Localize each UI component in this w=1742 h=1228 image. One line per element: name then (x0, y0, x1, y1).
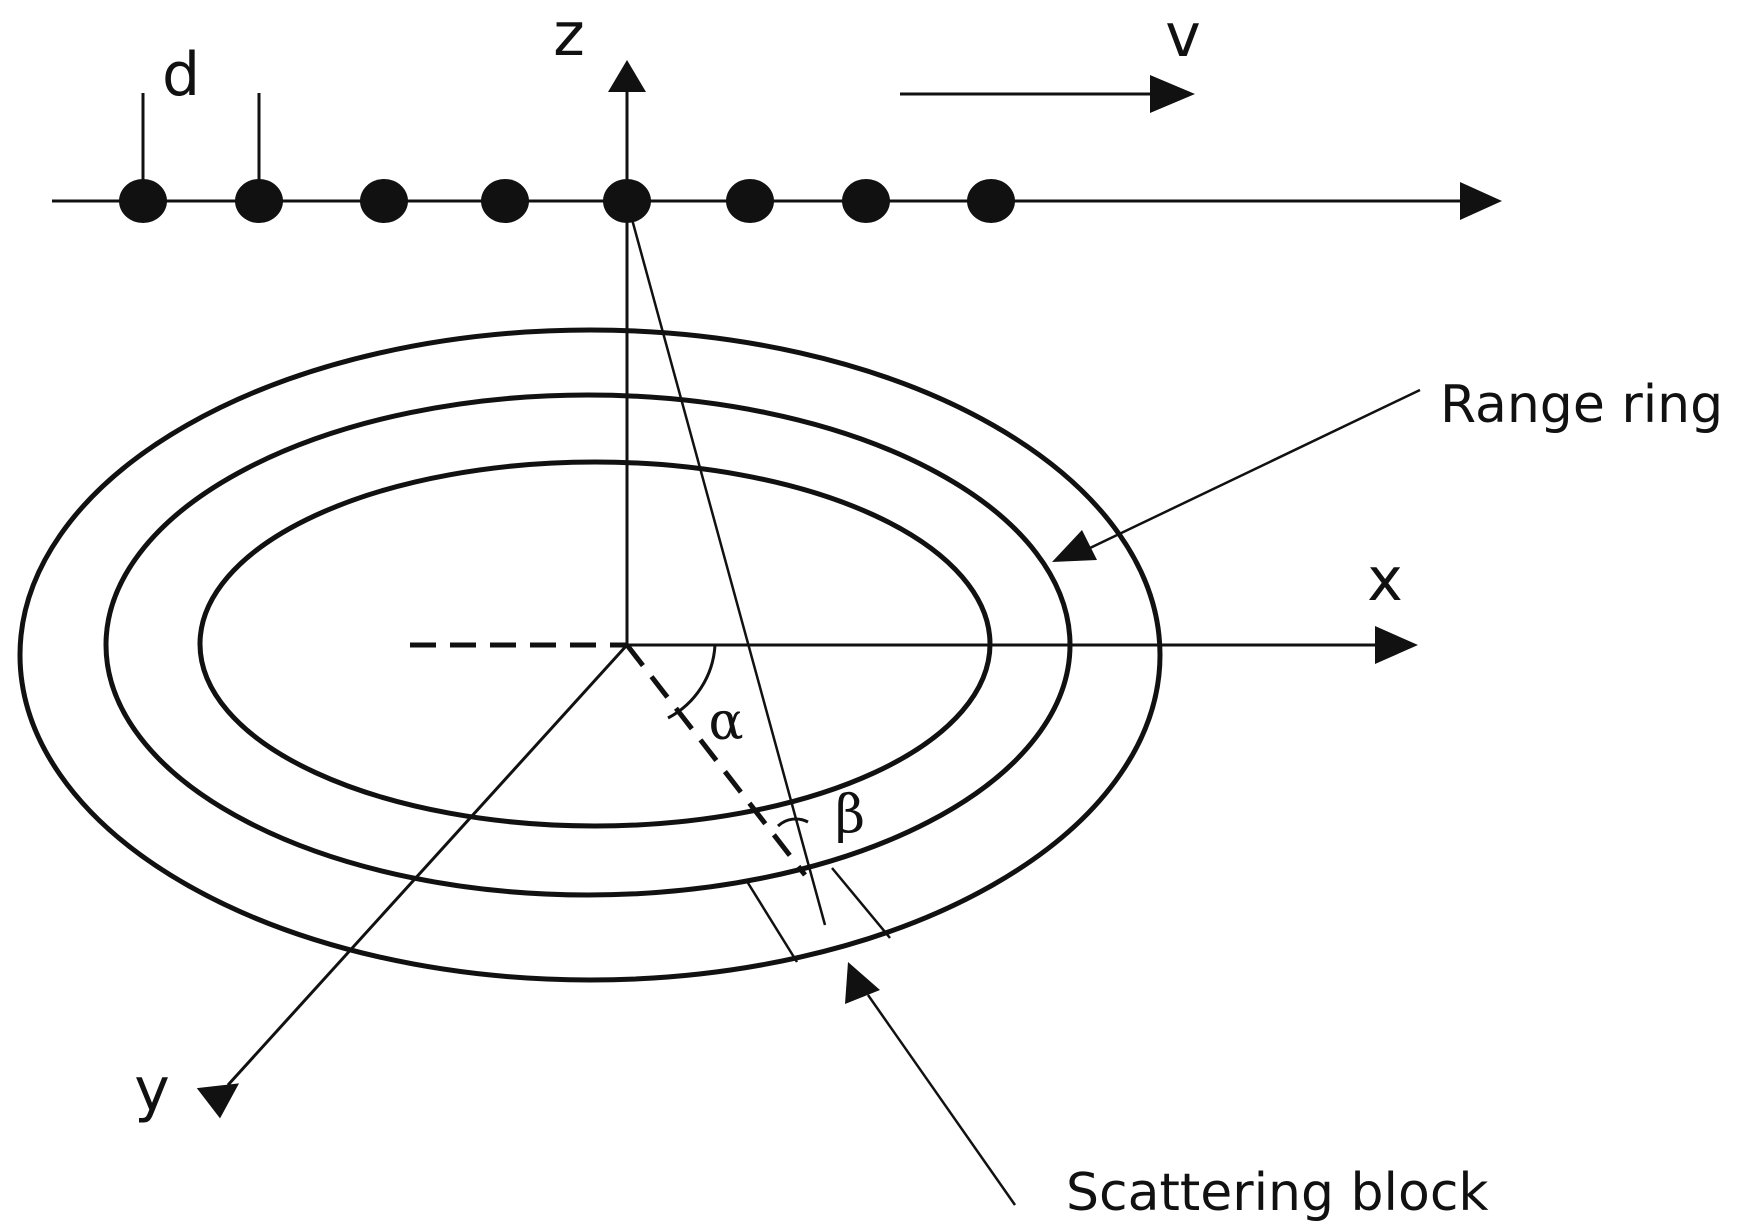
array-element-dot (967, 179, 1015, 223)
scattering-block-pointer-line (866, 994, 1017, 1206)
velocity-label: v (1165, 1, 1201, 71)
scattering-block-label: Scattering block (1066, 1163, 1489, 1223)
z-axis-arrowhead (608, 60, 646, 92)
range-ring-label: Range ring (1440, 375, 1723, 435)
beta-arc (776, 817, 809, 828)
y-axis-arrowhead (196, 1083, 240, 1119)
x-axis-label: x (1367, 545, 1403, 615)
ground-projection-dashed (625, 643, 807, 877)
spacing-label: d (162, 40, 200, 110)
alpha-arc (667, 644, 717, 720)
array-element-dot (360, 179, 408, 223)
y-axis-label: y (134, 1055, 170, 1125)
scattering-block-right-edge (831, 867, 891, 939)
scattering-block-pointer-arrowhead (845, 962, 880, 1004)
scattering-block (746, 867, 891, 963)
y-axis-line (226, 643, 629, 1087)
antenna-array (52, 179, 1502, 223)
array-element-dot (842, 179, 890, 223)
slant-range-line (625, 200, 827, 926)
x-axis-arrowhead (1375, 626, 1418, 664)
y-axis (196, 643, 629, 1119)
alpha-label: α (708, 692, 743, 752)
spacing-marker (141, 93, 261, 199)
scattering-block-callout (845, 962, 1017, 1206)
beta-label: β (835, 785, 865, 845)
velocity-arrow (900, 75, 1195, 113)
range-ring-pointer-line (1089, 388, 1421, 550)
array-element-dot (726, 179, 774, 223)
array-element-dot (119, 179, 167, 223)
array-element-dot (235, 179, 283, 223)
z-axis-label: z (553, 0, 585, 70)
scattering-block-left-edge (746, 882, 799, 963)
z-axis (608, 60, 646, 645)
range-ring-pointer-arrowhead (1052, 530, 1097, 562)
range-rings (17, 327, 1163, 983)
velocity-arrowhead (1150, 75, 1195, 113)
outer-ring (17, 327, 1163, 983)
array-elements (119, 179, 1015, 223)
range-ring-callout (1052, 388, 1421, 562)
array-element-dot (481, 179, 529, 223)
x-axis (627, 626, 1418, 664)
array-axis-arrowhead (1460, 182, 1502, 220)
